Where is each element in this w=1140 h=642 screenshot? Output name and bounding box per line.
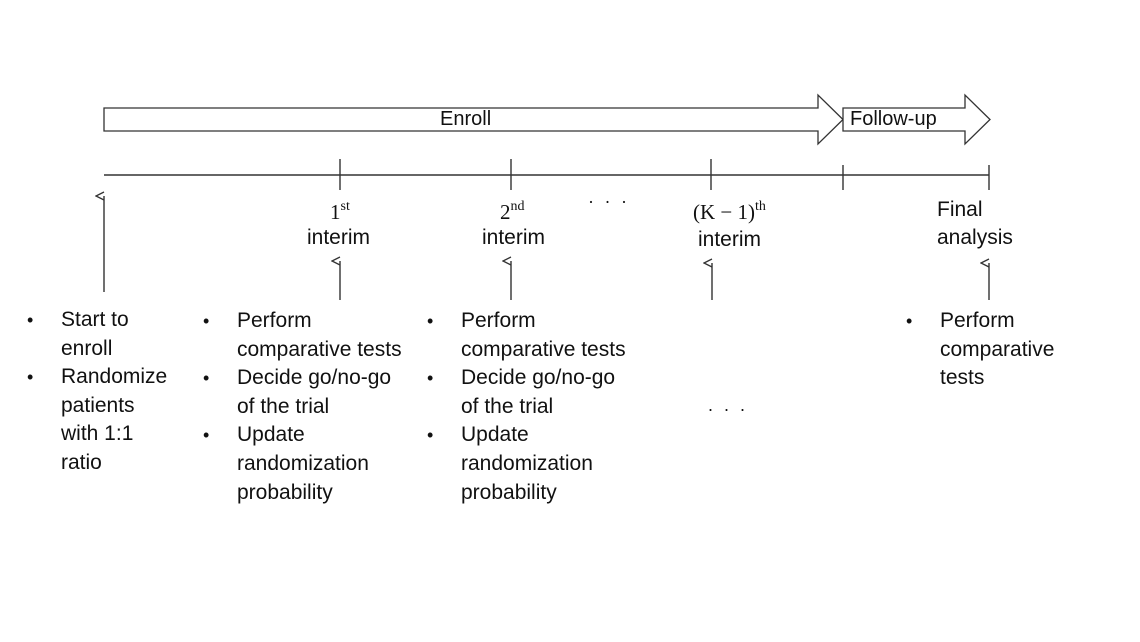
second-interim-actions-list: Perform comparative tests Decide go/no-g… xyxy=(427,307,626,507)
bottom-ellipsis: . . . xyxy=(708,395,749,415)
final-label-line1: Final xyxy=(937,198,983,221)
final-label-line2: analysis xyxy=(937,226,1013,249)
first-interim-label: interim xyxy=(307,226,371,249)
start-actions-list: Start to enroll Randomize patients with … xyxy=(27,306,167,478)
enroll-label: Enroll xyxy=(440,108,492,130)
list-item: Start to enroll xyxy=(27,306,167,363)
first-interim-ordinal: 1st xyxy=(330,199,350,225)
final-analysis-actions-list: Perform comparative tests xyxy=(906,307,1054,393)
last-interim-ordinal: (K − 1)th xyxy=(693,199,766,225)
list-item: Perform comparative tests xyxy=(906,307,1054,393)
enroll-phase-arrow xyxy=(103,93,844,146)
last-interim-label: interim xyxy=(698,228,762,251)
list-item: Decide go/no-go of the trial xyxy=(203,364,402,421)
follow-up-phase-arrow xyxy=(842,93,991,146)
list-item: Randomize patients with 1:1 ratio xyxy=(27,363,167,477)
list-item: Update randomization probability xyxy=(427,421,626,507)
first-interim-actions-list: Perform comparative tests Decide go/no-g… xyxy=(203,307,402,507)
second-interim-label: interim xyxy=(482,226,546,249)
follow-up-label: Follow-up xyxy=(850,108,937,130)
list-item: Decide go/no-go of the trial xyxy=(427,364,626,421)
list-item: Update randomization probability xyxy=(203,421,402,507)
list-item: Perform comparative tests xyxy=(427,307,626,364)
second-interim-ordinal: 2nd xyxy=(500,199,525,225)
list-item: Perform comparative tests xyxy=(203,307,402,364)
top-ellipsis: · · · xyxy=(588,192,630,212)
